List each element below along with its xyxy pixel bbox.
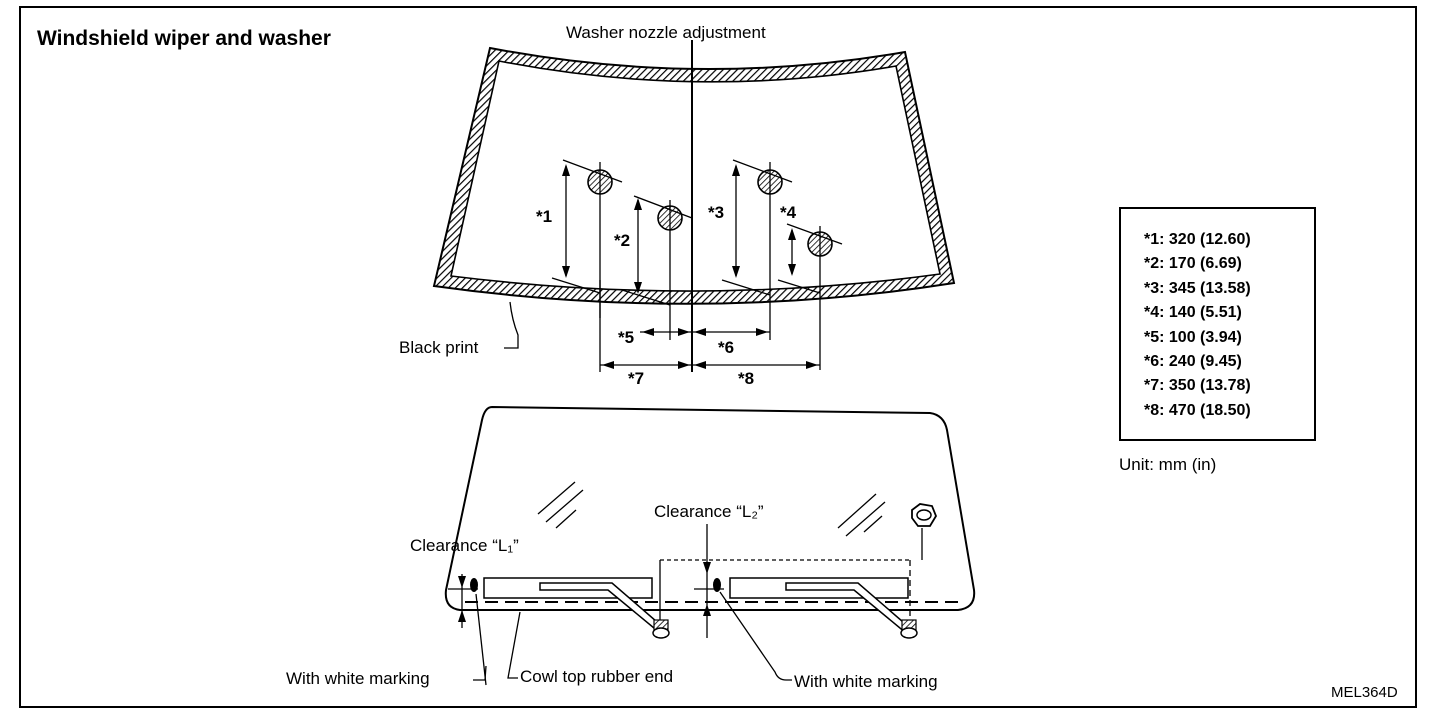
washer-hose [659, 528, 923, 620]
white-marking-left-label: With white marking [286, 669, 430, 688]
marker-4: *4 [780, 203, 797, 222]
figure-border [19, 6, 1417, 708]
spec-table [1119, 207, 1316, 441]
unit-label: Unit: mm (in) [1119, 455, 1216, 474]
marker-5: *5 [618, 328, 634, 347]
spec-row: *2: 170 (6.69) [1144, 255, 1242, 272]
washer-nozzle-icon [911, 503, 938, 527]
spec-row: *3: 345 (13.58) [1144, 280, 1251, 297]
marker-1: *1 [536, 207, 552, 226]
clearance-l1-label: Clearance “L₁” [410, 536, 519, 555]
spec-row: *7: 350 (13.78) [1144, 377, 1251, 394]
clearance-l2-marker [694, 524, 792, 681]
lower-windshield [444, 405, 976, 611]
marker-3: *3 [708, 203, 724, 222]
diagram-title: Windshield wiper and washer [37, 27, 331, 50]
clearance-l2-label: Clearance “L₂” [654, 502, 764, 521]
marker-6: *6 [718, 338, 734, 357]
white-marking-left-leader [473, 665, 487, 681]
spray-target-4 [786, 223, 843, 370]
figure-code: MEL364D [1331, 684, 1398, 701]
spec-row: *5: 100 (3.94) [1144, 329, 1242, 346]
marker-2: *2 [614, 231, 630, 250]
spec-row: *6: 240 (9.45) [1144, 353, 1242, 370]
marker-8: *8 [738, 369, 754, 388]
spec-row: *4: 140 (5.51) [1144, 304, 1242, 321]
spray-target-1 [562, 159, 623, 318]
marker-7: *7 [628, 369, 644, 388]
spec-row: *8: 470 (18.50) [1144, 402, 1251, 419]
cowl-leader [507, 611, 521, 679]
spray-target-3 [732, 159, 793, 340]
nozzle-label: Washer nozzle adjustment [566, 23, 766, 42]
spray-target-2 [633, 195, 693, 340]
clearance-l1-marker [448, 574, 487, 686]
spec-row: *1: 320 (12.60) [1144, 231, 1251, 248]
wiper-arm-right [785, 582, 918, 639]
windshield-glass [432, 46, 956, 305]
glare-marks [537, 481, 886, 537]
cowl-label: Cowl top rubber end [520, 667, 673, 686]
wiper-arm-left [539, 582, 670, 639]
white-marking-right-label: With white marking [794, 672, 938, 691]
dimension-lines [599, 280, 820, 372]
black-print-leader [504, 301, 519, 349]
black-print-label: Black print [399, 338, 479, 357]
